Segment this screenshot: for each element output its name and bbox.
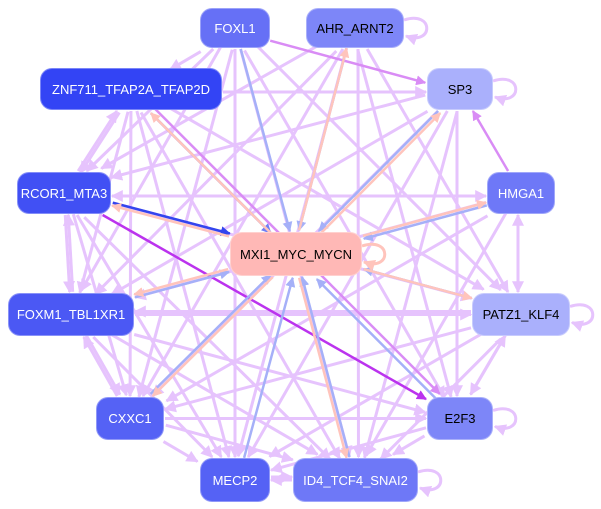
edge-foxm-to-id4 (110, 333, 319, 456)
node-znf711-tfap2a-tfap2d[interactable]: ZNF711_TFAP2A_TFAP2D (40, 68, 222, 110)
edge-mxi-to-rcor (111, 203, 230, 238)
edge-sp3-to-mecp (246, 110, 449, 459)
self-loop-sp3 (492, 77, 518, 107)
edge-id4-to-mxi (299, 276, 351, 458)
edge-rcor-to-mxi (112, 201, 231, 237)
edge-e2f3-to-mxi (315, 278, 437, 400)
self-loop-ahr (403, 16, 429, 46)
edge-mxi-to-ahr (297, 47, 350, 231)
edge-hmga-to-cxxc (165, 214, 489, 403)
edge-rcor-to-foxm (63, 214, 76, 294)
node-label: AHR_ARNT2 (316, 20, 394, 36)
edge-foxm-to-cxxc (85, 334, 122, 396)
edge-cxxc-to-id4 (165, 423, 294, 463)
self-loop-patz (569, 303, 595, 332)
edge-mxi-to-foxm (133, 267, 229, 297)
node-ahr-arnt2[interactable]: AHR_ARNT2 (306, 8, 404, 48)
edge-foxm-to-mxi (134, 269, 230, 299)
edge-mxi-to-hmga (362, 200, 487, 238)
node-label: SP3 (447, 81, 473, 97)
edge-e2f3-to-id4 (392, 434, 426, 456)
node-foxl1[interactable]: FOXL1 (200, 8, 270, 48)
node-label: ID4_TCF4_SNAI2 (303, 472, 408, 488)
self-loop-e2f3 (492, 407, 518, 436)
node-cxxc1[interactable]: CXXC1 (96, 397, 164, 440)
node-label: FOXM1_TBL1XR1 (16, 307, 126, 322)
edge-mxi-to-znf (149, 112, 272, 235)
edge-foxl1-to-znf (168, 50, 202, 71)
edge-e2f3-to-patz (469, 334, 507, 396)
edge-znf-to-patz (169, 107, 485, 291)
self-loop-mxi (361, 242, 387, 272)
node-sp3[interactable]: SP3 (427, 68, 493, 110)
node-mxi1-myc-mycn[interactable]: MXI1_MYC_MYCN (230, 232, 362, 276)
edge-mxi-to-cxxc (151, 276, 274, 397)
edge-rcor-to-mecp (75, 214, 223, 459)
edge-hmga-to-mxi (362, 204, 488, 242)
node-label: ZNF711_TFAP2A_TFAP2D (52, 81, 210, 97)
edge-hmga-to-sp3 (471, 110, 510, 172)
node-label: E2F3 (444, 411, 476, 426)
node-e2f3[interactable]: E2F3 (427, 397, 493, 440)
edge-cxxc-to-foxm (82, 335, 119, 397)
node-label: FOXL1 (214, 20, 256, 36)
edge-rcor-to-znf (76, 109, 119, 172)
node-label: MXI1_MYC_MYCN (240, 246, 352, 262)
edge-patz-to-cxxc (163, 326, 472, 413)
node-label: PATZ1_KLF4 (482, 307, 560, 322)
edge-mxi-to-sp3 (320, 112, 442, 234)
node-mecp2[interactable]: MECP2 (200, 458, 270, 502)
edge-mxi-to-id4 (297, 277, 350, 459)
edge-sp3-to-rcor (110, 93, 426, 181)
edge-ahr-to-cxxc (141, 48, 345, 398)
edge-mecp-to-mxi (242, 276, 296, 459)
edge-sp3-to-mxi (317, 110, 440, 232)
edge-cxxc-to-mecp (162, 440, 199, 463)
edge-foxl1-to-sp3 (269, 39, 427, 86)
edge-hmga-to-id4 (364, 212, 508, 457)
edge-foxl1-to-mxi (239, 48, 293, 232)
edge-znf-to-cxxc (124, 110, 137, 398)
node-label: MECP2 (212, 472, 258, 488)
node-hmga1[interactable]: HMGA1 (487, 172, 555, 214)
node-id4-tcf4-snai2[interactable]: ID4_TCF4_SNAI2 (293, 458, 418, 502)
edge-cxxc-to-mxi (149, 273, 272, 395)
edge-sp3-to-foxm (110, 110, 429, 296)
node-label: HMGA1 (497, 185, 545, 201)
node-label: RCOR1_MTA3 (20, 185, 108, 201)
edge-mxi-to-patz (363, 267, 473, 301)
edge-foxm-to-rcor (62, 213, 75, 292)
node-foxm1-tbl1xr1[interactable]: FOXM1_TBL1XR1 (8, 293, 134, 336)
edge-foxm-to-e2f3 (133, 333, 427, 416)
node-rcor1-mta3[interactable]: RCOR1_MTA3 (17, 172, 111, 214)
self-loop-id4 (417, 468, 443, 498)
edge-znf-to-id4 (139, 111, 341, 460)
edge-patz-to-mecp (268, 333, 482, 458)
node-label: CXXC1 (108, 411, 152, 426)
node-patz1-klf4[interactable]: PATZ1_KLF4 (472, 293, 570, 336)
edge-rcor-to-e2f3 (102, 213, 427, 401)
